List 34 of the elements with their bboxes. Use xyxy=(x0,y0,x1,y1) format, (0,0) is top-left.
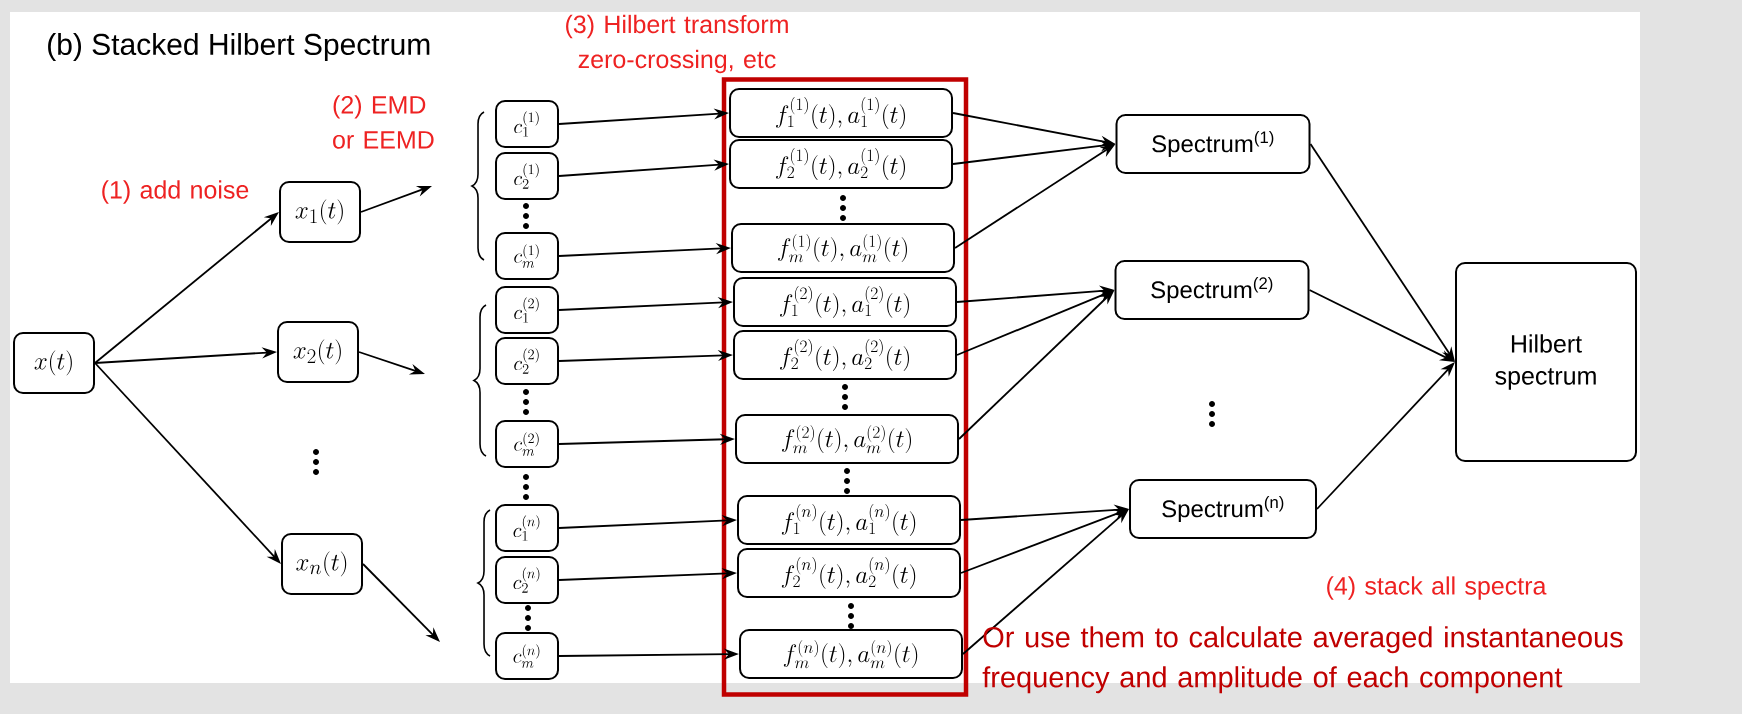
function-box: $f_m^{(n)}(t), a_m^{(n)}(t)$ xyxy=(739,629,963,679)
result-box: Hilbert spectrum xyxy=(1455,262,1637,462)
component-box: $c_2^{(2)}$ xyxy=(495,337,559,385)
component-box: $c_m^{(n)}$ xyxy=(495,632,559,680)
function-box: $f_1^{(2)}(t), a_1^{(2)}(t)$ xyxy=(733,277,957,327)
component-box: $c_m^{(1)}$ xyxy=(495,232,559,280)
function-box: $f_2^{(n)}(t), a_2^{(n)}(t)$ xyxy=(737,548,961,598)
component-box: $c_m^{(2)}$ xyxy=(495,420,559,468)
signal-box: $x_n(t)$ xyxy=(281,533,363,595)
function-box: $f_2^{(1)}(t), a_2^{(1)}(t)$ xyxy=(729,139,953,189)
signal-box: $x_1(t)$ xyxy=(279,181,361,243)
step-label: (1) add noise xyxy=(102,180,249,204)
signal-box: $x(t)$ xyxy=(13,332,95,394)
function-box: $f_2^{(2)}(t), a_2^{(2)}(t)$ xyxy=(733,330,957,380)
step-label: (3) Hilbert transform zero-crossing, etc xyxy=(566,14,788,74)
spectrum-box: Spectrum$^{(1)}$ xyxy=(1115,114,1311,174)
component-box: $c_1^{(n)}$ xyxy=(495,504,559,552)
component-box: $c_2^{(n)}$ xyxy=(495,556,559,604)
arrow xyxy=(362,563,440,642)
title: (b) Stacked Hilbert Spectrum xyxy=(48,33,430,61)
step-label: (4) stack all spectra xyxy=(1327,576,1547,600)
component-box: $c_2^{(1)}$ xyxy=(495,152,559,200)
note-text: Or use them to calculate averaged instantaneous frequency and amplitude of each component xyxy=(982,626,1623,694)
function-box: $f_m^{(1)}(t), a_m^{(1)}(t)$ xyxy=(731,223,955,273)
step-label: (2) EMD or EEMD xyxy=(333,95,434,149)
function-box: $f_1^{(n)}(t), a_1^{(n)}(t)$ xyxy=(737,495,961,545)
component-box: $c_1^{(1)}$ xyxy=(495,100,559,148)
signal-box: $x_2(t)$ xyxy=(277,321,359,383)
highlight-frame xyxy=(721,77,969,697)
spectrum-box: Spectrum$^{(n)}$ xyxy=(1129,479,1317,539)
spectrum-box: Spectrum$^{(2)}$ xyxy=(1114,260,1310,320)
component-box: $c_1^{(2)}$ xyxy=(495,286,559,334)
function-box: $f_1^{(1)}(t), a_1^{(1)}(t)$ xyxy=(729,88,953,138)
function-box: $f_m^{(2)}(t), a_m^{(2)}(t)$ xyxy=(735,414,959,464)
